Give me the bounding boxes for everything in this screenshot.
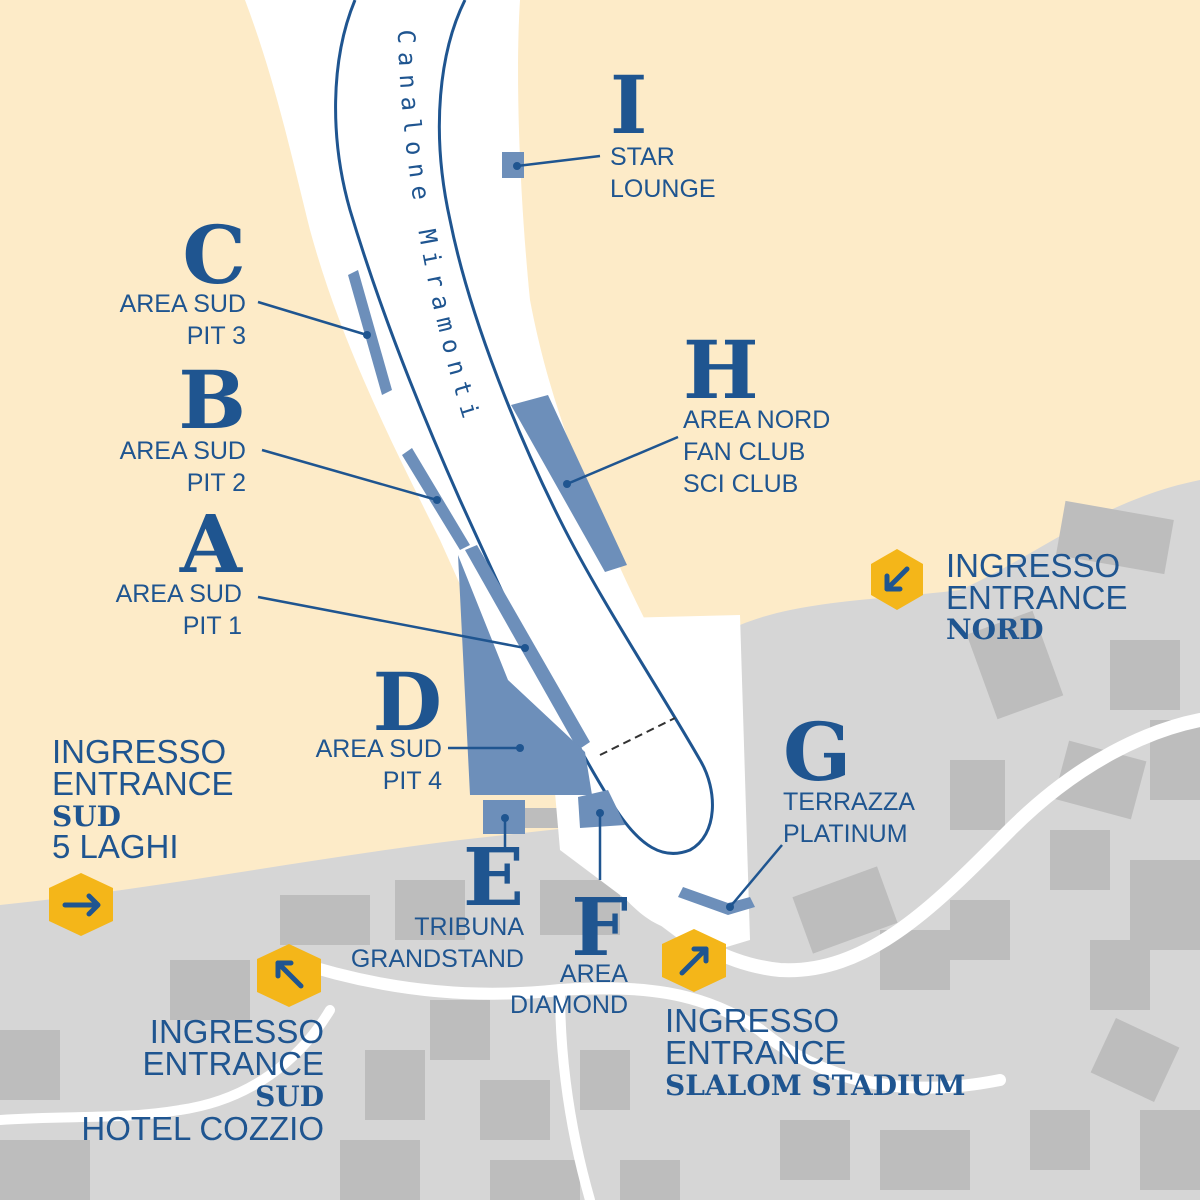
- entrance-nord-bold: NORD: [946, 613, 1044, 646]
- zone-b-label[interactable]: B AREA SUD PIT 2: [120, 353, 246, 497]
- leader-lines: [257, 154, 783, 911]
- zone-c-letter: C: [182, 208, 246, 302]
- zone-i-line-2: LOUNGE: [610, 175, 716, 203]
- zone-f-letter: F: [571, 880, 628, 974]
- zone-h-line-2: FAN CLUB: [683, 438, 805, 466]
- zone-a-label[interactable]: A AREA SUD PIT 1: [116, 497, 243, 640]
- zone-f-line-2: DIAMOND: [510, 991, 628, 1019]
- entrance-sud-5laghi-line-1: INGRESSO: [52, 733, 226, 770]
- zone-g-line-1: TERRAZZA: [783, 788, 915, 816]
- zone-d-area[interactable]: [458, 555, 592, 795]
- entrance-slalom-bold: SLALOM STADIUM: [665, 1069, 966, 1102]
- zone-e-letter: E: [463, 830, 524, 924]
- entrance-sud-5laghi-marker[interactable]: [49, 873, 113, 936]
- zone-a-line-2: PIT 1: [183, 612, 242, 640]
- zone-e-line-2: GRANDSTAND: [351, 945, 524, 973]
- zone-b-line-1: AREA SUD: [120, 437, 246, 465]
- entrance-sud-5laghi-extra: 5 LAGHI: [52, 828, 179, 865]
- entrance-nord-line-2: ENTRANCE: [946, 579, 1128, 616]
- entrance-sud-cozzio-line-1: INGRESSO: [150, 1013, 324, 1050]
- zone-d-line-1: AREA SUD: [316, 735, 442, 763]
- entrance-sud-cozzio-marker[interactable]: [257, 944, 321, 1007]
- entrance-slalom-label: INGRESSO ENTRANCE SLALOM STADIUM: [665, 1002, 966, 1102]
- arrow-down-left-icon: [884, 566, 910, 592]
- zone-i-line-1: STAR: [610, 143, 675, 171]
- zone-i-label[interactable]: I STAR LOUNGE: [610, 58, 716, 203]
- entrance-sud-5laghi-bold: SUD: [52, 800, 121, 833]
- zone-h-letter: H: [683, 323, 759, 417]
- zone-i-letter: I: [610, 58, 647, 152]
- zone-d-line-2: PIT 4: [383, 767, 442, 795]
- zone-d-label[interactable]: D AREA SUD PIT 4: [316, 655, 443, 795]
- arrow-down-left-icon: [275, 960, 304, 989]
- zone-c-line-2: PIT 3: [187, 322, 246, 350]
- zone-g-letter: G: [783, 705, 851, 799]
- arrow-right-icon: [62, 893, 101, 917]
- zone-b-letter: B: [178, 353, 246, 447]
- arrow-up-right-icon: [679, 946, 709, 976]
- zone-g-area[interactable]: [678, 887, 755, 915]
- zone-f-line-1: AREA: [560, 960, 628, 988]
- zone-e-label[interactable]: E TRIBUNA GRANDSTAND: [351, 830, 524, 973]
- zone-g-label[interactable]: G TERRAZZA PLATINUM: [783, 705, 915, 848]
- zone-b-line-2: PIT 2: [187, 469, 246, 497]
- zone-c-label[interactable]: C AREA SUD PIT 3: [120, 208, 246, 350]
- entrance-sud-5laghi-label: INGRESSO ENTRANCE SUD 5 LAGHI: [52, 733, 234, 865]
- zone-a-line-1: AREA SUD: [116, 580, 242, 608]
- zone-h-line-3: SCI CLUB: [683, 470, 798, 498]
- course-piste: [245, 0, 734, 930]
- entrance-nord-label: INGRESSO ENTRANCE NORD: [946, 547, 1128, 646]
- zone-g-line-2: PLATINUM: [783, 820, 908, 848]
- zone-i-area[interactable]: [502, 152, 524, 178]
- finish-line: [599, 717, 676, 756]
- zone-h-label[interactable]: H AREA NORD FAN CLUB SCI CLUB: [683, 323, 830, 498]
- entrance-sud-cozzio-extra: HOTEL COZZIO: [81, 1110, 324, 1147]
- entrance-slalom-marker[interactable]: [662, 929, 726, 992]
- zone-a-letter: A: [179, 497, 243, 591]
- entrance-slalom-line-2: ENTRANCE: [665, 1034, 847, 1071]
- zone-c-line-1: AREA SUD: [120, 290, 246, 318]
- zone-e-line-1: TRIBUNA: [414, 913, 524, 941]
- course-boundary: [334, 0, 714, 855]
- entrance-nord-marker[interactable]: [871, 549, 923, 610]
- entrance-sud-cozzio-label: INGRESSO ENTRANCE SUD HOTEL COZZIO: [81, 1013, 324, 1147]
- entrance-sud-cozzio-line-2: ENTRANCE: [142, 1045, 324, 1082]
- zone-f-label[interactable]: F AREA DIAMOND: [510, 880, 628, 1019]
- zone-d-letter: D: [373, 655, 442, 749]
- zone-f-area[interactable]: [578, 790, 625, 828]
- entrance-sud-5laghi-line-2: ENTRANCE: [52, 765, 234, 802]
- zone-h-line-1: AREA NORD: [683, 406, 830, 434]
- entrance-slalom-line-1: INGRESSO: [665, 1002, 839, 1039]
- entrance-nord-line-1: INGRESSO: [946, 547, 1120, 584]
- entrance-sud-cozzio-bold: SUD: [255, 1080, 324, 1113]
